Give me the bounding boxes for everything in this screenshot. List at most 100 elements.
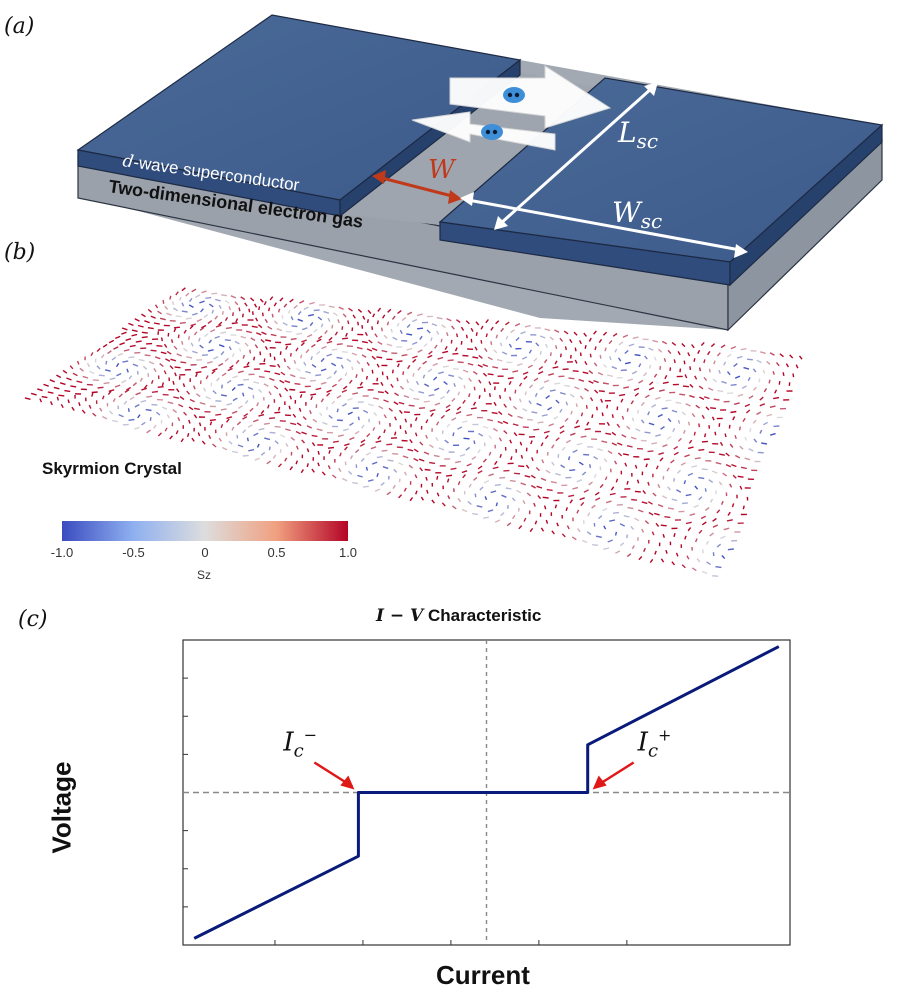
panel-c-label: (c) bbox=[18, 607, 48, 632]
spin-arrow bbox=[188, 297, 193, 303]
spin-arrow bbox=[132, 382, 137, 387]
spin-arrow bbox=[609, 519, 616, 522]
spin-arrow bbox=[666, 435, 672, 440]
spin-arrow bbox=[555, 399, 560, 404]
spin-arrow bbox=[444, 345, 448, 351]
spin-arrow bbox=[461, 508, 468, 513]
spin-arrow bbox=[109, 377, 116, 381]
spin-arrow bbox=[681, 564, 686, 569]
spin-arrow bbox=[346, 358, 352, 363]
spin-arrow bbox=[704, 507, 710, 511]
spin-arrow bbox=[412, 355, 418, 359]
spin-arrow bbox=[433, 454, 440, 458]
spin-arrow bbox=[141, 387, 147, 391]
spin-arrow bbox=[215, 298, 221, 302]
spin-arrow bbox=[501, 351, 508, 355]
spin-arrow bbox=[371, 347, 378, 351]
spin-arrow bbox=[296, 367, 301, 372]
spin-arrow bbox=[246, 361, 250, 366]
spin-arrow bbox=[649, 558, 654, 564]
spin-arrow bbox=[327, 446, 334, 449]
spin-arrow bbox=[775, 362, 780, 367]
spin-arrow bbox=[200, 308, 204, 313]
spin-arrow bbox=[654, 550, 657, 555]
spin-arrow bbox=[378, 405, 384, 410]
spin-arrow bbox=[684, 374, 688, 379]
spin-arrow bbox=[150, 379, 154, 384]
spin-arrow bbox=[698, 496, 703, 501]
spin-arrow bbox=[218, 321, 223, 326]
spin-arrow bbox=[295, 347, 299, 352]
cooper-pair-arrow-left bbox=[411, 111, 556, 151]
spin-arrow bbox=[290, 374, 296, 378]
spin-arrow bbox=[244, 399, 249, 405]
spin-arrow bbox=[308, 313, 315, 317]
spin-arrow bbox=[430, 412, 434, 417]
spin-arrow bbox=[607, 450, 613, 455]
spin-arrow bbox=[331, 362, 337, 367]
spin-arrow bbox=[274, 425, 281, 428]
spin-arrow bbox=[643, 372, 648, 377]
spin-arrow bbox=[114, 384, 121, 388]
spin-arrow bbox=[377, 341, 383, 346]
spin-arrow bbox=[545, 395, 551, 399]
spin-arrow bbox=[723, 361, 727, 366]
spin-arrow bbox=[514, 472, 521, 475]
spin-arrow bbox=[597, 448, 604, 452]
spin-arrow bbox=[626, 553, 632, 558]
spin-arrow bbox=[250, 337, 256, 342]
spin-arrow bbox=[446, 474, 453, 477]
spin-arrow bbox=[456, 406, 462, 411]
spin-arrow bbox=[556, 522, 559, 527]
spin-arrow bbox=[406, 347, 413, 351]
spin-arrow bbox=[137, 414, 141, 419]
spin-arrow bbox=[543, 430, 550, 434]
spin-arrow bbox=[342, 337, 349, 340]
spin-arrow bbox=[705, 540, 710, 545]
spin-arrow bbox=[606, 421, 610, 426]
spin-arrow bbox=[383, 414, 387, 419]
spin-arrow bbox=[96, 365, 101, 370]
spin-arrow bbox=[383, 399, 389, 403]
spin-arrow bbox=[157, 432, 162, 437]
spin-arrow bbox=[260, 410, 265, 415]
spin-arrow bbox=[731, 503, 735, 508]
spin-arrow bbox=[480, 339, 483, 344]
spin-arrow bbox=[597, 371, 604, 376]
spin-arrow bbox=[301, 439, 306, 444]
spin-arrow bbox=[598, 390, 605, 393]
spin-arrow bbox=[509, 479, 516, 482]
spin-arrow bbox=[495, 320, 500, 325]
spin-arrow bbox=[205, 296, 212, 299]
spin-arrow bbox=[357, 386, 364, 389]
spin-arrow bbox=[498, 437, 503, 442]
spin-arrow bbox=[454, 347, 458, 352]
spin-arrow bbox=[505, 335, 509, 340]
spin-arrow bbox=[659, 457, 664, 462]
spin-arrow bbox=[713, 360, 716, 365]
spin-arrow bbox=[252, 419, 259, 423]
spin-arrow bbox=[691, 567, 697, 572]
spin-arrow bbox=[377, 391, 384, 394]
spin-arrow bbox=[367, 479, 374, 482]
spin-arrow bbox=[687, 527, 692, 532]
spin-arrow bbox=[712, 524, 718, 528]
spin-arrow bbox=[602, 507, 608, 512]
spin-arrow bbox=[301, 431, 307, 435]
spin-arrow bbox=[561, 533, 566, 538]
spin-arrow bbox=[409, 497, 414, 502]
spin-arrow bbox=[434, 402, 441, 406]
spin-arrow bbox=[568, 377, 575, 380]
spin-arrow bbox=[375, 440, 382, 443]
spin-arrow bbox=[299, 394, 303, 399]
spin-arrow bbox=[530, 484, 536, 489]
spin-arrow bbox=[588, 337, 592, 342]
spin-arrow bbox=[554, 345, 558, 350]
spin-arrow bbox=[242, 454, 249, 457]
spin-arrow bbox=[258, 375, 265, 379]
spin-arrow bbox=[638, 363, 642, 368]
spin-arrow bbox=[589, 397, 594, 402]
spin-arrow bbox=[121, 331, 127, 335]
spin-arrow bbox=[328, 414, 333, 419]
spin-arrow bbox=[371, 461, 378, 465]
